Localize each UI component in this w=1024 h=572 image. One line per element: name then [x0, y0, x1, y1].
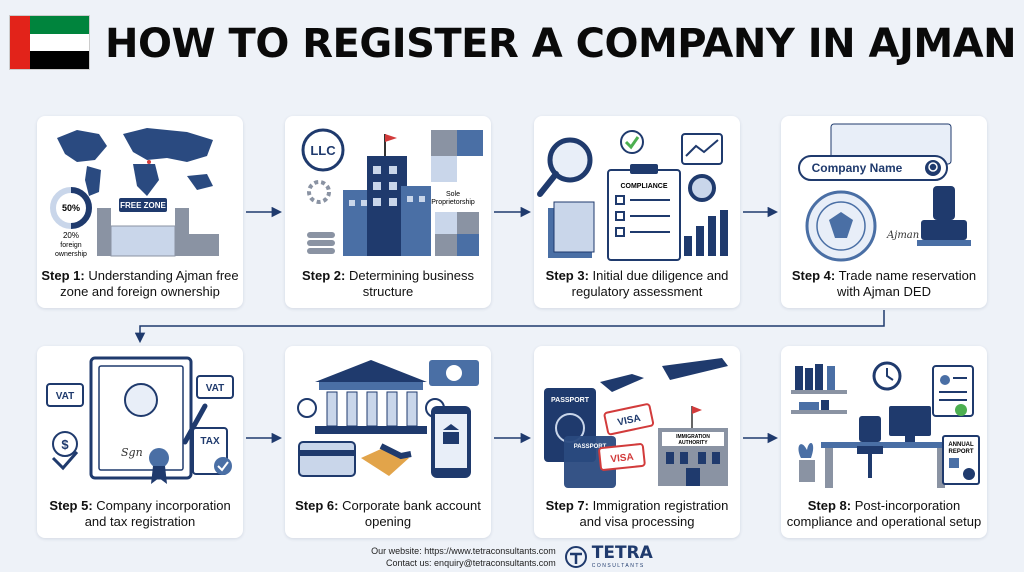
- svg-text:foreign: foreign: [60, 242, 82, 249]
- bank-handshake-icon: [297, 360, 479, 478]
- svg-text:$: $: [61, 437, 69, 452]
- step-3-card: COMPLIANCE Step 3: Initial due diligence…: [534, 116, 740, 308]
- footer-website[interactable]: Our website: https://www.tetraconsultant…: [371, 546, 556, 556]
- business-structure-icon: LLC Sole Proprietorship: [301, 128, 483, 256]
- arrow-step4-step5: [134, 310, 885, 344]
- step-1-caption: Step 1: Understanding Ajman free zone an…: [41, 268, 239, 299]
- footer: Our website: https://www.tetraconsultant…: [0, 544, 1024, 570]
- svg-text:PASSPORT: PASSPORT: [574, 444, 607, 450]
- svg-text:AUTHORITY: AUTHORITY: [678, 440, 708, 446]
- compliance-checklist-icon: COMPLIANCE: [537, 130, 728, 261]
- step-7-caption: Step 7: Immigration registration and vis…: [545, 498, 729, 529]
- step-5-caption: Step 5: Company incorporation and tax re…: [49, 498, 231, 529]
- svg-text:Ajman: Ajman: [886, 230, 919, 241]
- brand-sub: CONSULTANTS: [591, 563, 645, 569]
- svg-text:VAT: VAT: [56, 391, 75, 402]
- trade-name-search-icon: Company Name Ajman: [798, 123, 971, 262]
- step-4-caption: Step 4: Trade name reservation with Ajma…: [791, 268, 977, 299]
- step-5-card: Sgn VAT $ VAT TAX Step 5: Company incorp…: [37, 346, 243, 538]
- flag-green-stripe: [30, 16, 89, 34]
- svg-text:ANNUAL: ANNUAL: [948, 442, 974, 448]
- step-6-caption: Step 6: Corporate bank account opening: [295, 498, 481, 529]
- ownership-percent: 50%: [62, 203, 80, 213]
- uae-flag: [9, 15, 90, 70]
- certificate-vat-icon: Sgn VAT $ VAT TAX: [46, 356, 234, 484]
- svg-text:REPORT: REPORT: [948, 449, 973, 455]
- step-6-card: Step 6: Corporate bank account opening: [285, 346, 491, 538]
- brand-name: TETRA: [591, 543, 653, 563]
- svg-text:LLC: LLC: [310, 143, 336, 158]
- svg-text:Proprietorship: Proprietorship: [431, 199, 475, 206]
- passport-visa-icon: PASSPORT PASSPORT VISA VISA IMMIGRATION …: [544, 358, 728, 488]
- svg-text:20%: 20%: [63, 231, 79, 240]
- free-zone-sign: FREE ZONE: [120, 201, 166, 210]
- step-8-card: ANNUAL REPORT Step 8: Post-incorporation…: [781, 346, 987, 538]
- svg-text:VISA: VISA: [617, 413, 642, 429]
- page-title: HOW TO REGISTER A COMPANY IN AJMAN: [105, 21, 1017, 67]
- step-2-caption: Step 2: Determining business structure: [302, 268, 474, 299]
- svg-text:Sole: Sole: [446, 191, 460, 198]
- step-3-caption: Step 3: Initial due diligence and regula…: [545, 268, 729, 299]
- svg-text:VAT: VAT: [206, 383, 225, 394]
- step-8-caption: Step 8: Post-incorporation compliance an…: [786, 498, 982, 529]
- step-4-card: Company Name Ajman Step 4: Trade name re…: [781, 116, 987, 308]
- company-name-field: Company Name: [812, 161, 903, 175]
- svg-text:TAX: TAX: [200, 436, 220, 447]
- footer-contact[interactable]: Contact us: enquiry@tetraconsultants.com: [386, 558, 556, 568]
- flag-white-stripe: [30, 33, 89, 52]
- step-2-card: LLC Sole Proprietorship Step 2: Determin…: [285, 116, 491, 308]
- step-7-card: PASSPORT PASSPORT VISA VISA IMMIGRATION …: [534, 346, 740, 538]
- svg-text:COMPLIANCE: COMPLIANCE: [620, 183, 667, 190]
- tetra-logo: TETRA CONSULTANTS: [564, 545, 653, 569]
- svg-text:ownership: ownership: [55, 251, 87, 258]
- world-map-free-zone-icon: FREE ZONE 50% 20% foreign ownership: [50, 128, 219, 258]
- flag-red-band: [10, 16, 30, 69]
- flag-black-stripe: [30, 51, 89, 70]
- step-1-card: FREE ZONE 50% 20% foreign ownership Step…: [37, 116, 243, 308]
- office-setup-icon: ANNUAL REPORT: [791, 361, 980, 488]
- svg-text:VISA: VISA: [610, 452, 634, 465]
- svg-text:PASSPORT: PASSPORT: [551, 397, 590, 404]
- tetra-logo-icon: [564, 546, 587, 568]
- svg-text:Sgn: Sgn: [121, 446, 143, 459]
- svg-text:IMMIGRATION: IMMIGRATION: [676, 434, 710, 440]
